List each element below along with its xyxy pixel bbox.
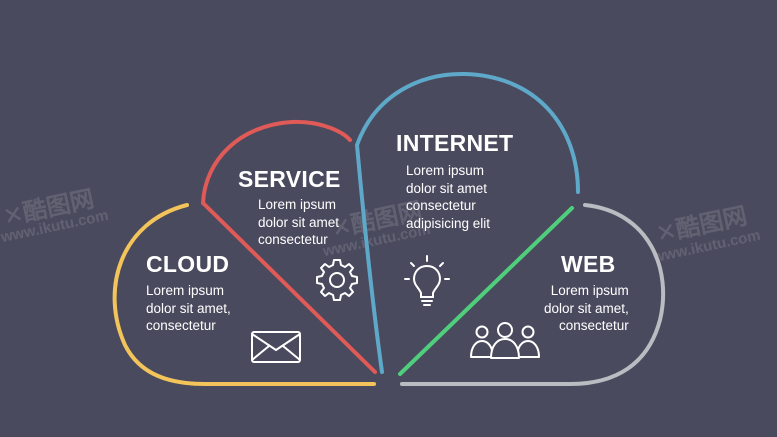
service-description-line: consectetur: [258, 232, 328, 247]
internet-description-line: dolor sit amet: [406, 180, 488, 196]
service-description-line: Lorem ipsum: [258, 197, 337, 212]
service-description: Lorem ipsum dolor sit amet consectetur: [258, 196, 339, 249]
lightbulb-icon: [404, 255, 450, 306]
internet-description-line: adipisicing elit: [406, 215, 491, 231]
service-description-line: dolor sit amet: [258, 214, 340, 230]
web-title: WEB: [561, 251, 616, 277]
internet-description-line: consectetur: [406, 198, 476, 213]
cloud-description: Lorem ipsum dolor sit amet, consectetur: [146, 282, 231, 335]
internet-description-line: Lorem ipsum: [406, 163, 485, 178]
web-description-line: Lorem ipsum: [550, 283, 629, 298]
gear-icon: [316, 259, 358, 301]
web-description-line: dolor sit amet,: [544, 300, 629, 316]
cloud-segment-outline: [112, 203, 376, 386]
cloud-description-line: consectetur: [146, 318, 216, 333]
internet-title: INTERNET: [396, 130, 514, 156]
internet-description: Lorem ipsum dolor sit amet consectetur a…: [406, 162, 490, 232]
cloud-description-line: Lorem ipsum: [146, 283, 225, 298]
service-title: SERVICE: [238, 166, 341, 192]
web-description: Lorem ipsum dolor sit amet, consectetur: [544, 282, 629, 335]
web-description-line: consectetur: [559, 318, 629, 333]
envelope-icon: [251, 331, 301, 363]
cloud-description-line: dolor sit amet,: [146, 300, 231, 316]
web-segment-outline: [400, 203, 666, 386]
internet-segment-outline: [354, 71, 580, 374]
people-icon: [470, 322, 540, 359]
internet-web-divider: [398, 206, 574, 376]
cloud-title: CLOUD: [146, 251, 230, 277]
service-segment-outline: [201, 119, 377, 374]
